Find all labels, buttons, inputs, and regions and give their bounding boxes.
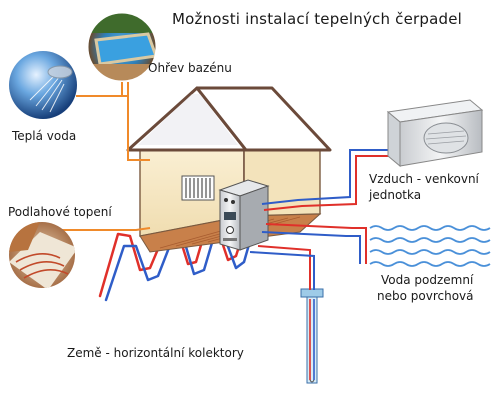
label-floor-heating: Podlahové topení	[8, 205, 112, 219]
pool-photo	[87, 12, 157, 82]
floor-heating-photo	[9, 222, 75, 288]
water-pipes	[261, 223, 367, 264]
shower-photo	[9, 51, 77, 119]
label-water-line2: nebo povrchová	[377, 289, 474, 303]
label-ground: Země - horizontální kolektory	[67, 346, 244, 360]
hot-water-pipes	[40, 82, 151, 231]
water-waves	[369, 225, 491, 267]
label-pool: Ohřev bazénu	[148, 61, 232, 75]
label-water-line1: Voda podzemní	[381, 273, 474, 287]
page-title: Možnosti instalací tepelných čerpadel	[172, 10, 463, 28]
heat-pump-unit	[218, 179, 270, 251]
borehole-probe	[300, 288, 324, 384]
radiator-icon	[181, 175, 215, 201]
label-air-line2: jednotka	[369, 188, 422, 202]
outdoor-ac-unit	[386, 99, 484, 168]
label-hot-water: Teplá voda	[12, 129, 77, 143]
air-unit-pipes	[261, 149, 392, 211]
label-air-line1: Vzduch - venkovní	[369, 172, 479, 186]
borehole-pipes	[249, 245, 315, 290]
